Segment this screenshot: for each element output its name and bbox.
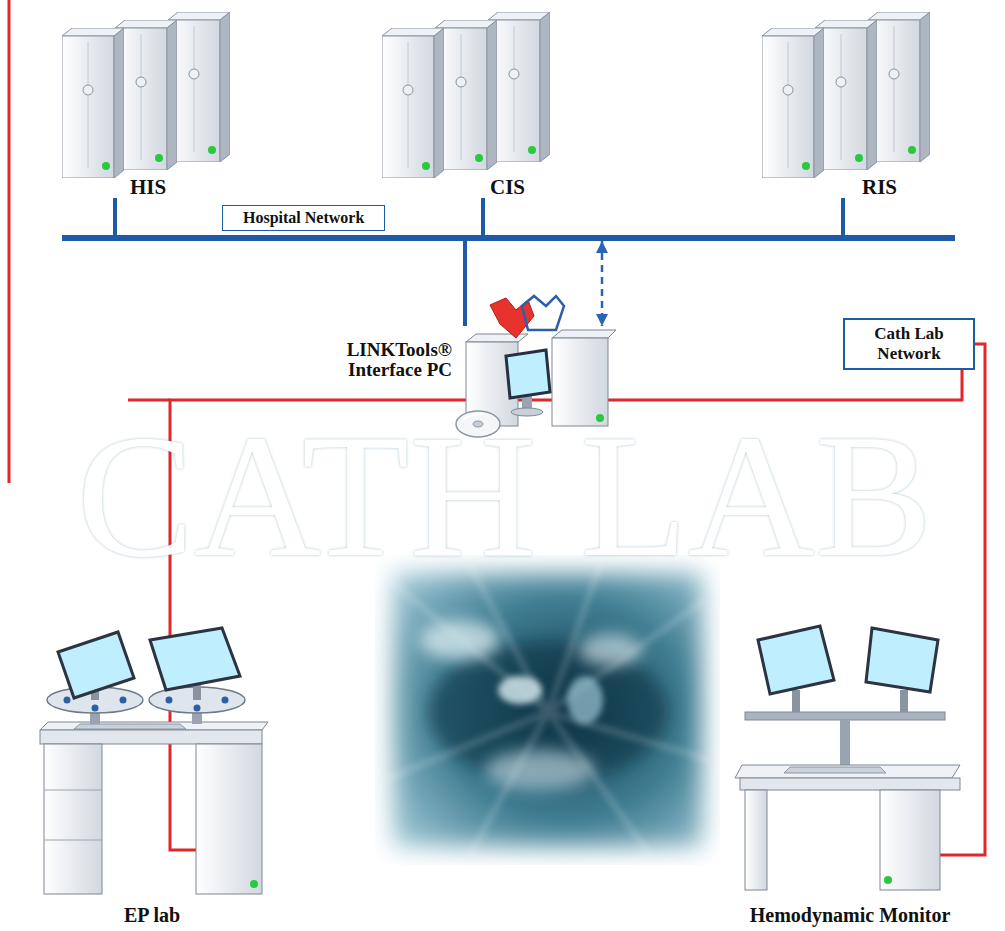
network-wire: [128, 399, 170, 402]
cath-lab-photo-part: [375, 555, 720, 865]
cath-lab-photo-part: [567, 676, 603, 724]
server-stack-icon-part: [382, 28, 444, 178]
hemodynamic-workstation-icon-part: [840, 720, 850, 766]
ep-workstation-icon-part: [194, 705, 201, 712]
ep-workstation-icon-part: [74, 724, 186, 729]
server-stack-icon-part: [168, 12, 230, 162]
workstation: EP lab: [36, 612, 268, 928]
ep-workstation-icon-part: [250, 880, 258, 888]
cath-lab-photo-part-part: [390, 580, 548, 712]
ep-workstation-icon-part: [64, 697, 71, 704]
ep-workstation-icon-part: [120, 697, 127, 704]
hemodynamic-workstation-icon-part: [792, 690, 800, 712]
server-stack-icon-part: [488, 12, 550, 162]
hemodynamic-workstation-icon-part: [758, 626, 834, 694]
network-link: [113, 198, 117, 235]
network-label: Hospital Network: [222, 205, 385, 231]
hemodynamic-workstation-icon-part: [740, 778, 960, 790]
ep-workstation-icon-part: [166, 697, 173, 704]
cath-lab-photo-part: [420, 620, 500, 660]
ep-workstation-icon-part: [58, 632, 134, 698]
cath-lab-photo-part: [485, 750, 595, 790]
hemodynamic-workstation-icon-part: [884, 876, 892, 884]
hemodynamic-workstation-icon: [735, 626, 972, 890]
ep-workstation-icon-part: [193, 684, 201, 700]
server-stack-icon-part: [868, 12, 930, 162]
ep-workstation-icon-part: [40, 722, 268, 730]
network-link: [612, 370, 962, 400]
ep-workstation-icon-part: [92, 705, 99, 712]
cath-lab-photo-part: [578, 634, 642, 666]
server-stack-icon-part: [115, 20, 177, 170]
cath-lab-photo-part: [385, 565, 710, 855]
interface-pc-icon-part: [506, 350, 550, 398]
cath-lab-photo: [375, 555, 720, 865]
ep-workstation-icon-part: [150, 628, 240, 690]
server-label: RIS: [862, 176, 897, 198]
hemodynamic-workstation-icon-part: [735, 765, 960, 778]
hemodynamic-workstation-icon-part: [866, 628, 938, 692]
server-stack-icon-part: [815, 20, 877, 170]
region-ellipse: [10, 259, 999, 921]
ep-workstation-icon-part: [196, 744, 262, 894]
hemodynamic-workstation-icon-part: [745, 712, 945, 720]
server-stack-icon-part: [762, 28, 824, 178]
cath-lab-photo-part-part: [548, 712, 710, 760]
device-label: Hemodynamic Monitor: [750, 904, 951, 926]
ep-workstation-icon-part: [222, 697, 229, 704]
server-label: CIS: [490, 176, 525, 198]
network-wire: [8, 0, 11, 483]
network-link: [481, 198, 485, 235]
interface-pc-icon-part: [552, 330, 616, 338]
interface-pc-icon-part: [522, 296, 564, 330]
server-stack: CIS: [378, 8, 578, 198]
workstation: Hemodynamic Monitor: [728, 612, 972, 928]
server-stack-icon: [62, 12, 230, 178]
network-link: [463, 241, 467, 326]
server-stack-icon-part: [435, 20, 497, 170]
data-flow-arrow: [601, 241, 604, 326]
network-label-box: Cath Lab Network: [843, 318, 975, 370]
server-stack: HIS: [58, 8, 232, 198]
hemodynamic-workstation-icon-part: [745, 790, 767, 890]
hemodynamic-workstation-icon-part: [900, 690, 908, 712]
ep-workstation-icon-part: [40, 730, 262, 744]
hemodynamic-workstation-icon-part: [784, 767, 886, 773]
server-stack-icon: [382, 12, 550, 178]
server-label: HIS: [130, 176, 166, 198]
ep-workstation-icon-part: [44, 790, 102, 791]
device-label: EP lab: [124, 904, 180, 926]
network-link: [972, 344, 985, 855]
ep-workstation-icon-part: [44, 840, 102, 841]
hemodynamic-workstation-icon-part: [880, 790, 940, 890]
network-bus: Hospital Network: [62, 235, 955, 241]
hemodynamic-workstation-icon-part: [935, 854, 972, 857]
server-stack-icon: [762, 12, 930, 178]
server-stack: RIS: [758, 8, 958, 198]
interface-pc-icon-part: [490, 298, 534, 338]
ep-workstation-icon-part: [44, 744, 102, 894]
ep-workstation-icon: [40, 612, 268, 894]
network-label: Cath Lab Network: [853, 324, 965, 364]
region-watermark: CATH LAB: [8, 408, 1001, 584]
server-stack-icon-part: [62, 28, 124, 178]
network-link: [841, 198, 845, 235]
device-label: LINKTools® Interface PC: [312, 340, 452, 380]
cath-lab-photo-part: [498, 676, 542, 704]
